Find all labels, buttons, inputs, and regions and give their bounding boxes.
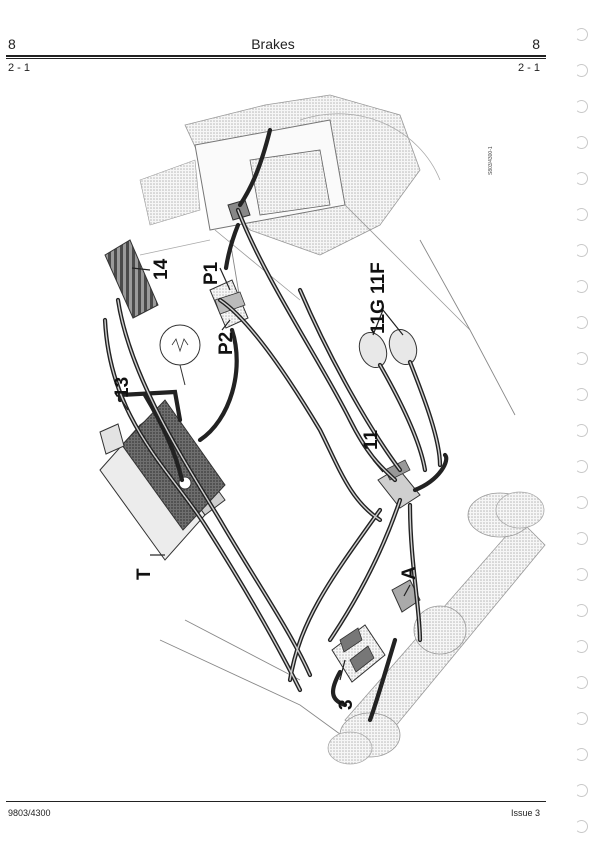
issue-number: Issue 3: [510, 808, 540, 818]
document-number: 9803/4300: [8, 808, 51, 818]
binder-hole: [575, 784, 588, 797]
callout-labels: T 13 14 P1 P2 11G 11F 11 A 3: [112, 258, 420, 710]
callout-14: 14: [151, 258, 172, 280]
cab-body-outline: [139, 94, 471, 331]
binder-hole: [575, 244, 588, 257]
oil-cooler: [104, 239, 159, 319]
binder-hole: [575, 136, 588, 149]
binder-hole: [575, 388, 588, 401]
callout-a: A: [399, 566, 420, 580]
footer-rule: [6, 801, 546, 802]
section-number-left: 8: [8, 36, 16, 52]
pressure-switch-gauge: [159, 324, 201, 386]
binder-hole: [575, 100, 588, 113]
binder-hole: [575, 424, 588, 437]
binder-hole: [575, 280, 588, 293]
callout-13: 13: [112, 377, 133, 398]
binder-hole: [575, 532, 588, 545]
binder-hole: [575, 712, 588, 725]
callout-p1: P1: [201, 261, 222, 285]
binder-hole: [575, 172, 588, 185]
park-brake-unit: [391, 579, 421, 613]
image-reference: S803/4300-1: [488, 146, 494, 175]
binder-hole: [575, 64, 588, 77]
callout-3: 3: [336, 699, 357, 710]
callout-11g: 11G: [368, 299, 389, 334]
callout-11: 11: [361, 429, 382, 450]
binder-hole: [575, 496, 588, 509]
control-valve: [331, 624, 386, 683]
binder-hole: [575, 316, 588, 329]
binder-hole: [575, 460, 588, 473]
binder-hole: [575, 352, 588, 365]
page-number-left: 2 - 1: [8, 62, 31, 74]
binder-hole: [575, 604, 588, 617]
page-title: Brakes: [251, 36, 295, 52]
binder-hole: [575, 568, 588, 581]
callout-t: T: [134, 568, 155, 580]
rear-axle: [327, 491, 546, 765]
callout-p2: P2: [216, 332, 237, 355]
hose-highlights: [104, 209, 441, 691]
callout-11f: 11F: [368, 262, 389, 294]
binder-hole: [575, 640, 588, 653]
callout-leaders: [117, 267, 411, 681]
binder-hole: [575, 208, 588, 221]
binder-hole: [575, 820, 588, 833]
header-rule: [6, 55, 546, 57]
chassis-frame: [159, 239, 516, 746]
section-number-right: 8: [532, 36, 540, 52]
binder-hole: [575, 676, 588, 689]
binder-hole: [575, 28, 588, 41]
binder-hole: [575, 748, 588, 761]
page-number-right: 2 - 1: [517, 62, 540, 74]
hydraulic-tank: [99, 399, 226, 561]
brake-cylinders: [358, 329, 418, 368]
header-rule-thin: [6, 58, 546, 59]
